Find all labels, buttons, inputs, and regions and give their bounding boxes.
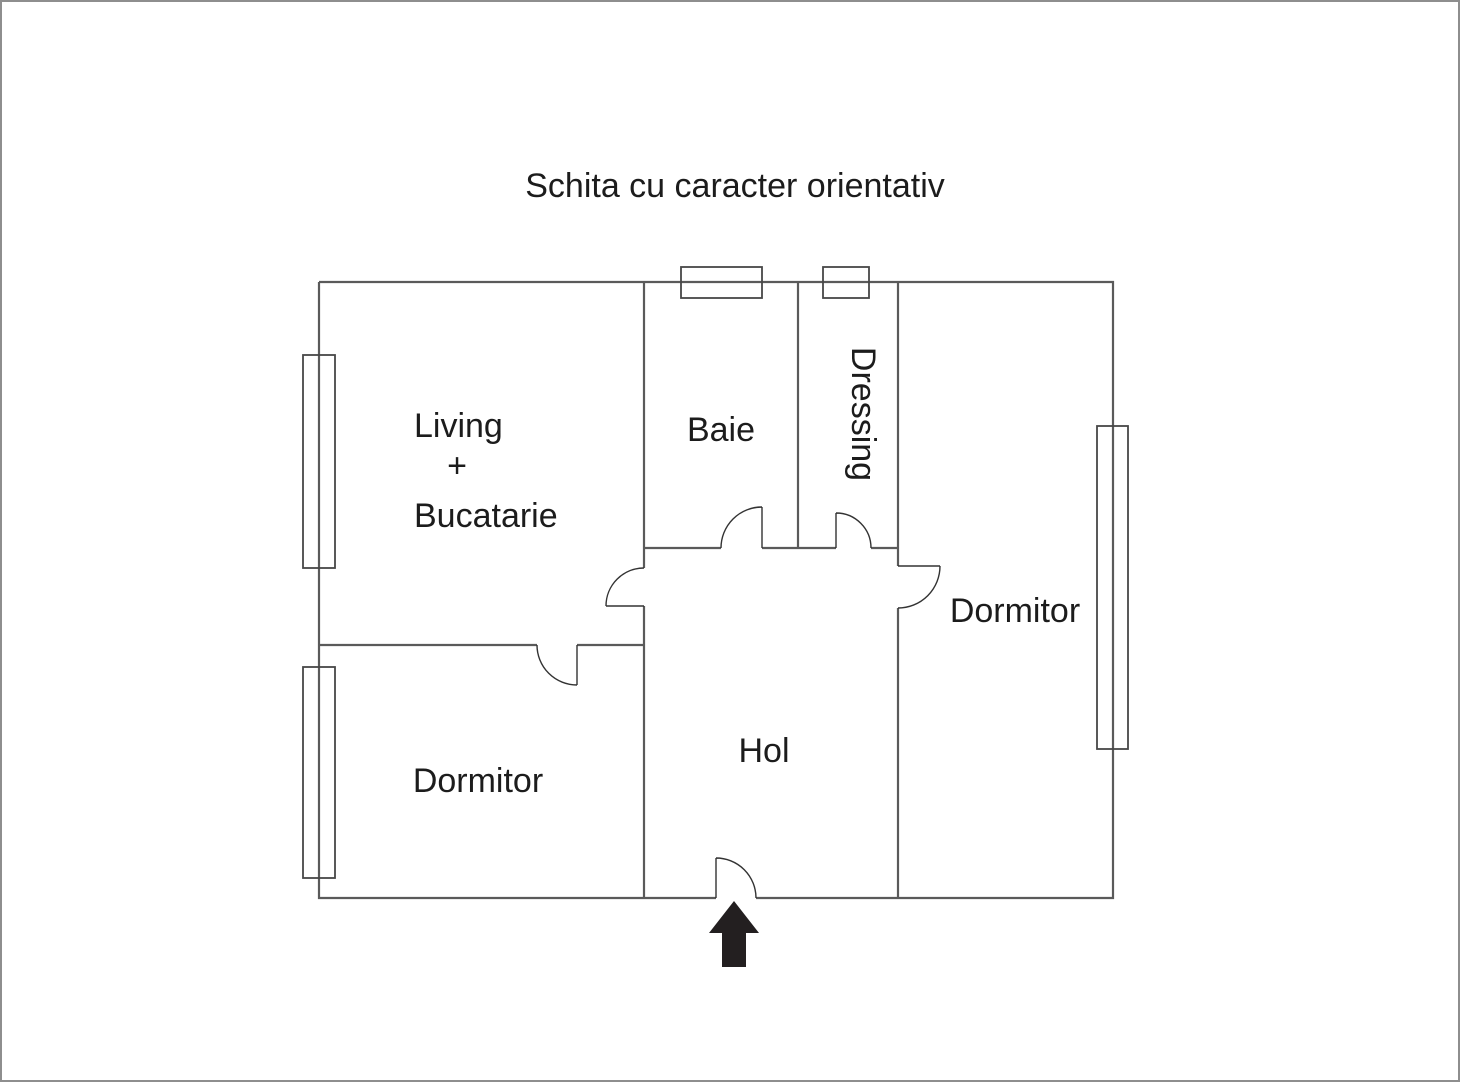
room-labels-group: Living + Bucatarie Baie Dressing Dormito… xyxy=(413,347,1080,800)
outer-walls xyxy=(317,280,1115,900)
window-symbol-dressing xyxy=(822,266,870,299)
door-symbol-dormitor-left xyxy=(536,644,578,686)
window-symbol-baie xyxy=(680,266,763,299)
inner-walls xyxy=(319,282,900,898)
room-label-baie: Baie xyxy=(687,411,755,449)
room-label-dormitor-right: Dormitor xyxy=(950,592,1080,630)
walls-group xyxy=(317,280,1115,900)
room-label-bucatarie: Bucatarie xyxy=(414,497,558,535)
window-symbol-dormitor-left xyxy=(302,666,336,879)
windows-group xyxy=(302,266,1129,879)
door-symbol-dormitor-right xyxy=(897,565,941,609)
window-symbol-dormitor-right xyxy=(1096,425,1129,750)
entrance-arrow-icon xyxy=(709,901,759,967)
doors-group xyxy=(536,506,941,899)
room-label-plus: + xyxy=(447,447,467,485)
room-label-dormitor-left: Dormitor xyxy=(413,762,543,800)
room-label-hol: Hol xyxy=(738,732,789,770)
plan-title: Schita cu caracter orientativ xyxy=(525,167,945,205)
door-symbol-baie xyxy=(720,506,763,549)
window-symbol-living xyxy=(302,354,336,569)
room-label-dressing: Dressing xyxy=(844,347,882,481)
door-symbol-living xyxy=(605,567,645,607)
door-symbol-dressing xyxy=(835,512,872,549)
door-symbol-entrance xyxy=(715,857,757,899)
room-label-living: Living xyxy=(414,407,503,445)
